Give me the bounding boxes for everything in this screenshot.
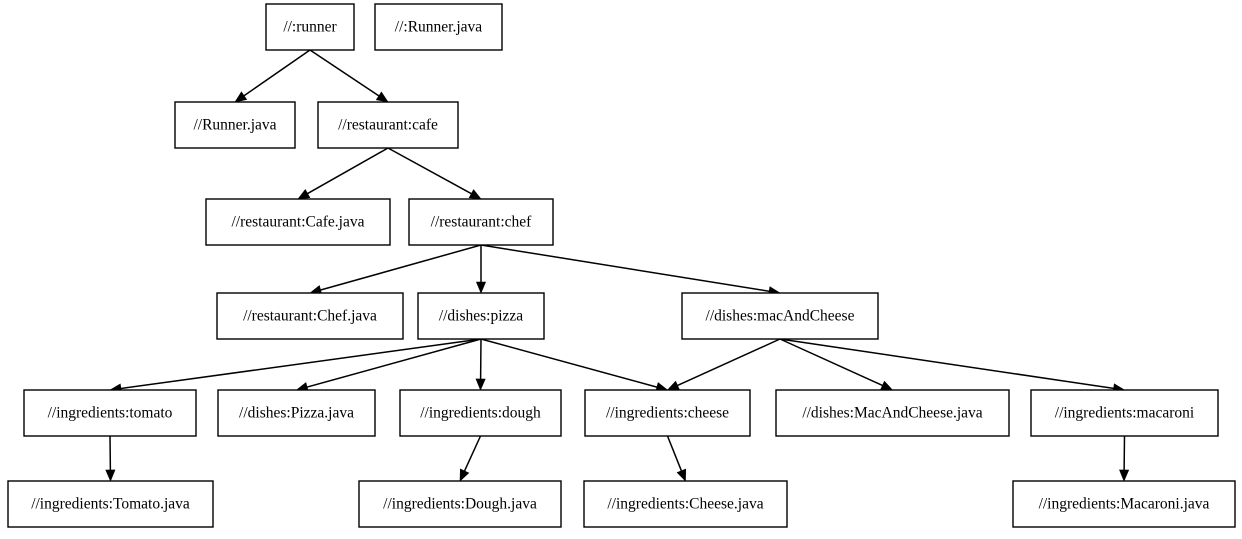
node-box[interactable] (583, 480, 788, 528)
node-box[interactable] (399, 389, 562, 437)
graph-edge (105, 435, 116, 482)
graph-edge (475, 245, 487, 294)
node-box[interactable] (317, 101, 459, 149)
graph-edge (387, 147, 482, 200)
graph-edge (309, 49, 389, 103)
edge-line (320, 244, 482, 291)
graph-edge (779, 338, 1126, 394)
graph-edge (295, 338, 482, 392)
edge-line (779, 338, 1114, 390)
graph-node-runner_java_root[interactable]: //:Runner.java (374, 3, 503, 51)
edge-line (306, 338, 482, 388)
edge-arrowhead-icon (475, 281, 487, 294)
graph-edge (480, 244, 781, 297)
graph-edge (1119, 435, 1130, 482)
graph-node-dishes_pizza[interactable]: //dishes:pizza (417, 292, 545, 340)
edge-arrowhead-icon (468, 189, 482, 200)
node-box[interactable] (7, 480, 214, 528)
edge-line (387, 147, 472, 195)
edge-line (480, 338, 658, 388)
node-box[interactable] (584, 389, 751, 437)
graph-edge (666, 435, 686, 482)
graph-node-ingredients_dough[interactable]: //ingredients:dough (399, 389, 562, 437)
node-box[interactable] (1030, 389, 1219, 437)
graph-edge (109, 338, 482, 394)
edge-line (480, 244, 770, 293)
graph-node-ingredients_macaroni_java[interactable]: //ingredients:Macaroni.java (1012, 480, 1236, 528)
edge-arrowhead-icon (880, 380, 894, 391)
graph-node-restaurant_chef[interactable]: //restaurant:chef (408, 198, 554, 246)
edge-line (666, 435, 683, 472)
edge-line (307, 147, 389, 195)
node-box[interactable] (775, 389, 1010, 437)
edge-line (779, 338, 883, 387)
graph-node-dishes_pizza_java[interactable]: //dishes:Pizza.java (217, 389, 376, 437)
graph-node-dishes_macandcheese_java[interactable]: //dishes:MacAndCheese.java (775, 389, 1010, 437)
node-layer: //:runner //:Runner.java //Runner.java //re… (7, 3, 1236, 528)
edge-arrowhead-icon (666, 380, 680, 391)
graph-node-ingredients_tomato_java[interactable]: //ingredients:Tomato.java (7, 480, 214, 528)
node-box[interactable] (374, 3, 503, 51)
edge-line (309, 49, 380, 97)
edge-arrowhead-icon (475, 378, 486, 391)
edge-line (120, 338, 482, 390)
node-box[interactable] (1012, 480, 1236, 528)
graph-node-ingredients_cheese_java[interactable]: //ingredients:Cheese.java (583, 480, 788, 528)
graph-node-runner[interactable]: //:runner (265, 3, 355, 51)
edge-arrowhead-icon (105, 469, 116, 482)
edge-arrowhead-icon (459, 468, 470, 482)
node-box[interactable] (217, 389, 376, 437)
edge-line (677, 338, 781, 387)
graph-edge (459, 435, 482, 482)
graph-edge (666, 338, 781, 391)
graph-edge (480, 338, 669, 392)
edge-layer (105, 49, 1130, 482)
edge-arrowhead-icon (234, 91, 248, 103)
graph-node-dishes_macandcheese[interactable]: //dishes:macAndCheese (681, 292, 879, 340)
node-box[interactable] (23, 389, 197, 437)
edge-arrowhead-icon (297, 189, 311, 200)
graph-edge (309, 244, 482, 295)
graph-node-ingredients_cheese[interactable]: //ingredients:cheese (584, 389, 751, 437)
graph-node-ingredients_macaroni[interactable]: //ingredients:macaroni (1030, 389, 1219, 437)
graph-edge (475, 338, 486, 391)
edge-line (243, 49, 311, 97)
node-box[interactable] (174, 101, 296, 149)
node-box[interactable] (417, 292, 545, 340)
node-box[interactable] (408, 198, 554, 246)
graph-node-restaurant_cafe_java[interactable]: //restaurant:Cafe.java (205, 198, 391, 246)
graph-node-restaurant_chef_java[interactable]: //restaurant:Chef.java (216, 292, 404, 340)
graph-node-restaurant_cafe[interactable]: //restaurant:cafe (317, 101, 459, 149)
node-box[interactable] (265, 3, 355, 51)
edge-arrowhead-icon (375, 91, 389, 103)
node-box[interactable] (358, 480, 562, 528)
graph-node-runner_java[interactable]: //Runner.java (174, 101, 296, 149)
graph-edge (234, 49, 311, 103)
edge-arrowhead-icon (1119, 469, 1130, 482)
edge-arrowhead-icon (676, 468, 686, 482)
node-box[interactable] (216, 292, 404, 340)
node-box[interactable] (205, 198, 391, 246)
graph-edge (297, 147, 389, 200)
node-box[interactable] (681, 292, 879, 340)
edge-line (463, 435, 482, 472)
graph-node-ingredients_tomato[interactable]: //ingredients:tomato (23, 389, 197, 437)
graph-node-ingredients_dough_java[interactable]: //ingredients:Dough.java (358, 480, 562, 528)
